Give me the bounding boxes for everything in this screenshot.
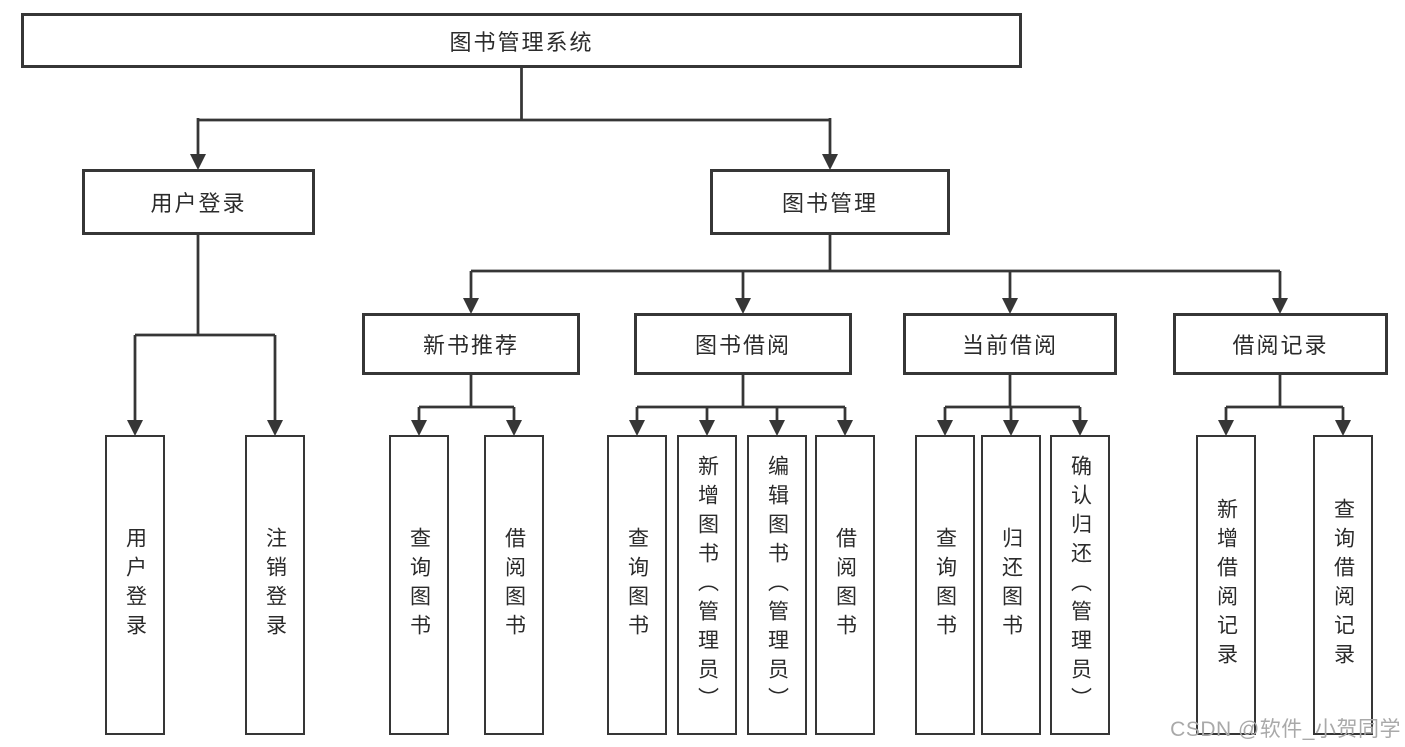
node-label: 归还图书: [999, 527, 1023, 643]
node-leaf-borrow-books-recommend: 借阅图书: [484, 435, 544, 735]
node-leaf-logout: 注销登录: [245, 435, 305, 735]
arrowheads: [127, 154, 1351, 436]
node-label: 注销登录: [263, 527, 287, 643]
node-book-borrowing: 图书借阅: [634, 313, 852, 375]
node-label: 查询图书: [407, 527, 431, 643]
node-leaf-add-borrow-record: 新增借阅记录: [1196, 435, 1256, 735]
node-root-library-system: 图书管理系统: [21, 13, 1022, 68]
node-label: 用户登录: [123, 527, 147, 643]
csdn-watermark: CSDN @软件_小贺同学: [1170, 718, 1401, 741]
node-leaf-query-books-recommend: 查询图书: [389, 435, 449, 735]
node-leaf-query-borrow-record: 查询借阅记录: [1313, 435, 1373, 735]
node-label: 确认归还（管理员）: [1068, 454, 1092, 716]
node-borrow-records: 借阅记录: [1173, 313, 1388, 375]
node-label: 图书借阅: [694, 333, 791, 358]
node-label: 用户登录: [150, 191, 247, 216]
node-leaf-query-books-borrowing: 查询图书: [607, 435, 667, 735]
node-label: 借阅图书: [833, 527, 857, 643]
node-label: 查询图书: [625, 527, 649, 643]
node-label: 新增借阅记录: [1214, 498, 1238, 672]
node-label: 当前借阅: [961, 333, 1058, 358]
node-current-borrowing: 当前借阅: [903, 313, 1117, 375]
node-label: 借阅图书: [502, 527, 526, 643]
node-book-management: 图书管理: [710, 169, 950, 235]
node-leaf-user-login: 用户登录: [105, 435, 165, 735]
node-label: 查询借阅记录: [1331, 498, 1355, 672]
node-user-login: 用户登录: [82, 169, 315, 235]
node-label: 新增图书（管理员）: [695, 454, 719, 716]
node-leaf-borrow-books: 借阅图书: [815, 435, 875, 735]
node-leaf-add-books-admin: 新增图书（管理员）: [677, 435, 737, 735]
node-label: 借阅记录: [1232, 333, 1329, 358]
node-leaf-edit-books-admin: 编辑图书（管理员）: [747, 435, 807, 735]
node-leaf-return-books: 归还图书: [981, 435, 1041, 735]
node-leaf-query-books-current: 查询图书: [915, 435, 975, 735]
node-label: 编辑图书（管理员）: [765, 454, 789, 716]
connector-stems: [133, 66, 1345, 422]
node-label: 查询图书: [933, 527, 957, 643]
node-leaf-confirm-return-admin: 确认归还（管理员）: [1050, 435, 1110, 735]
node-new-book-recommend: 新书推荐: [362, 313, 580, 375]
node-label: 图书管理系统: [449, 29, 594, 55]
node-label: 新书推荐: [422, 333, 519, 358]
node-label: 图书管理: [781, 191, 878, 216]
